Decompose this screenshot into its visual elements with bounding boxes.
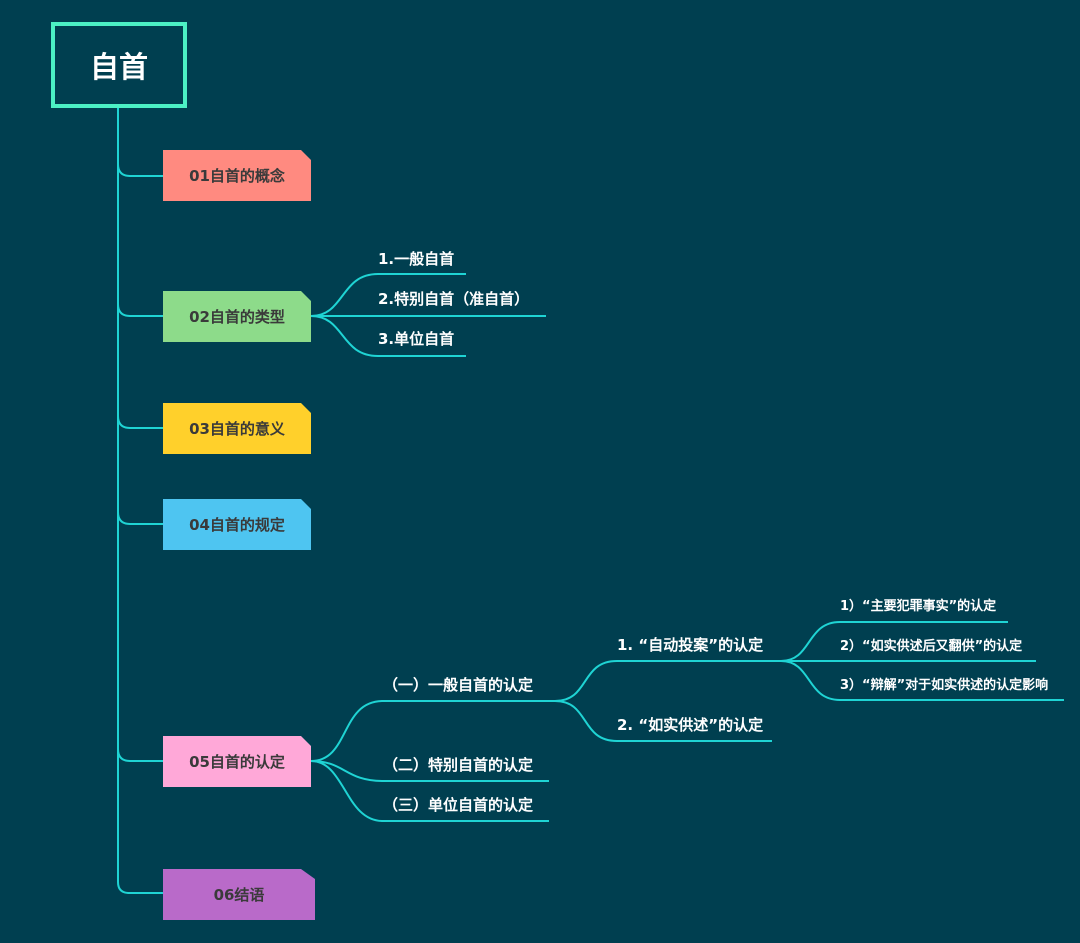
branch-stub-3 [117, 415, 163, 429]
type-node-unit[interactable]: 3.单位自首 [378, 330, 455, 348]
type-node-general[interactable]: 1.一般自首 [378, 250, 455, 268]
spine-line [117, 104, 163, 894]
branch-stub-5 [117, 748, 163, 762]
voluntary-surrender-node[interactable]: 1. “自动投案”的认定 [617, 636, 764, 654]
truthful-confession-node[interactable]: 2. “如实供述”的认定 [617, 716, 764, 734]
branch-node-06[interactable]: 06结语 [163, 869, 315, 920]
branch-node-03[interactable]: 03自首的意义 [163, 403, 311, 454]
link-type-unit [310, 315, 466, 357]
branch-node-05[interactable]: 05自首的认定 [163, 736, 311, 787]
defense-node[interactable]: 3）“辩解”对于如实供述的认定影响 [840, 678, 1049, 693]
branch-node-04[interactable]: 04自首的规定 [163, 499, 311, 550]
determination-node-special[interactable]: （二）特别自首的认定 [383, 756, 534, 774]
link-voluntary-surrender [554, 660, 781, 702]
retraction-node[interactable]: 2）“如实供述后又翻供”的认定 [840, 639, 1023, 654]
branch-stub-1 [117, 163, 163, 177]
type-node-special[interactable]: 2.特别自首（准自首） [378, 290, 530, 308]
link-determination-unit [310, 760, 549, 822]
link-main-fact [780, 621, 1008, 662]
branch-stub-2 [117, 303, 163, 317]
main-fact-node[interactable]: 1）“主要犯罪事实”的认定 [840, 599, 997, 614]
link-truthful-confession [554, 700, 772, 742]
root-node[interactable]: 自首 [51, 22, 187, 108]
link-determination-special [310, 760, 549, 782]
branch-stub-4 [117, 511, 163, 525]
determination-node-general[interactable]: （一）一般自首的认定 [383, 676, 534, 694]
branch-node-01[interactable]: 01自首的概念 [163, 150, 311, 201]
branch-node-02[interactable]: 02自首的类型 [163, 291, 311, 342]
determination-node-unit[interactable]: （三）单位自首的认定 [383, 796, 534, 814]
link-determination-general [310, 700, 555, 762]
link-defense [780, 660, 1064, 701]
link-type-general [310, 273, 466, 317]
